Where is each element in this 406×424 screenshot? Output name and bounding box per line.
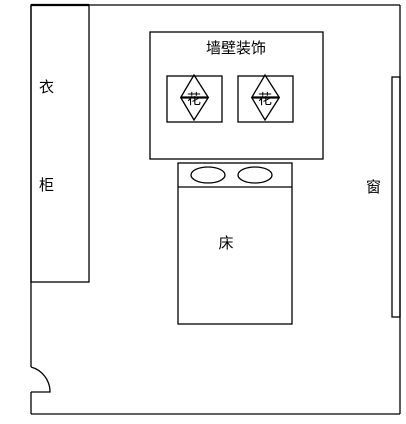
wall-decoration: 墙壁装饰 花 花 bbox=[149, 31, 324, 160]
flower-frame-right: 花 bbox=[237, 73, 294, 123]
bed-outline bbox=[177, 162, 293, 325]
star-right-up-icon bbox=[250, 73, 281, 98]
bed-label: 床 bbox=[218, 234, 233, 252]
window-label: 窗 bbox=[366, 178, 381, 196]
wall-decoration-frame bbox=[149, 31, 324, 160]
wardrobe-label-top: 衣 bbox=[39, 78, 54, 96]
pillow-right-icon bbox=[237, 166, 273, 184]
bed: 床 bbox=[177, 162, 293, 325]
room-walls bbox=[30, 4, 401, 415]
flower-label-left: 花 bbox=[187, 92, 201, 108]
wardrobe-outline bbox=[30, 4, 90, 283]
flower-label-right: 花 bbox=[258, 92, 272, 108]
flower-frame-left: 花 bbox=[166, 73, 223, 123]
wall-decoration-label: 墙壁装饰 bbox=[206, 39, 266, 57]
door-arc bbox=[30, 366, 51, 393]
pillow-left-icon bbox=[190, 166, 226, 184]
star-right-down-icon bbox=[250, 97, 281, 122]
window: 窗 bbox=[366, 76, 401, 318]
door bbox=[30, 366, 51, 393]
star-left-down-icon bbox=[179, 97, 210, 122]
wardrobe-label-bottom: 柜 bbox=[39, 176, 54, 194]
window-frame bbox=[391, 76, 401, 318]
star-left-up-icon bbox=[179, 73, 210, 98]
wardrobe: 衣 柜 bbox=[30, 3, 90, 283]
